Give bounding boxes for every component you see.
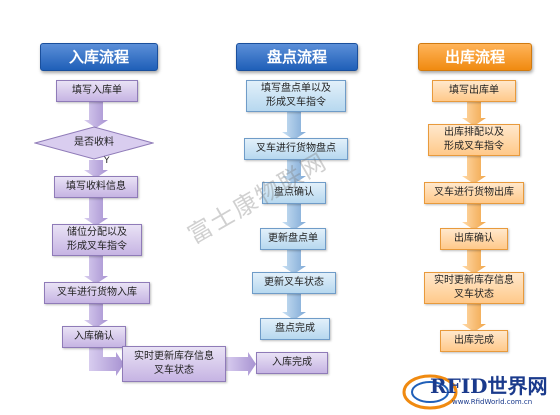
inbound-header: 入库流程 xyxy=(40,43,158,71)
decision-yes-label: Y xyxy=(104,156,110,166)
inbound-arrow-3 xyxy=(84,198,108,226)
inventory-step-complete: 盘点完成 xyxy=(260,318,330,340)
outbound-arrow-2 xyxy=(462,156,486,184)
inventory-arrow-5 xyxy=(282,294,306,320)
inbound-title: 入库流程 xyxy=(68,48,129,66)
logo-text: RFID世界网 xyxy=(430,374,548,398)
inbound-step-fill-form: 填写入库单 xyxy=(56,80,138,102)
outbound-title: 出库流程 xyxy=(444,48,505,66)
inventory-arrow-3 xyxy=(282,204,306,230)
outbound-arrow-3 xyxy=(462,204,486,230)
inventory-arrow-4 xyxy=(282,250,306,274)
inventory-title: 盘点流程 xyxy=(266,48,327,66)
outbound-step-fill-form: 填写出库单 xyxy=(432,80,516,102)
inbound-arrow-2 xyxy=(84,160,108,178)
outbound-step-allocation: 出库排配以及 形成叉车指令 xyxy=(428,124,520,156)
inbound-step-realtime-update: 实时更新库存信息 叉车状态 xyxy=(122,346,226,382)
outbound-header: 出库流程 xyxy=(418,43,532,71)
inbound-step-complete: 入库完成 xyxy=(256,352,328,374)
rfid-logo-icon xyxy=(402,374,458,410)
outbound-step-forklift-out: 叉车进行货物出库 xyxy=(424,182,524,204)
outbound-step-complete: 出库完成 xyxy=(440,330,508,352)
outbound-step-realtime-update: 实时更新库存信息 叉车状态 xyxy=(424,272,524,304)
inventory-step-fill-form: 填写盘点单以及 形成叉车指令 xyxy=(246,80,346,112)
logo-url: www.RfidWorld.com.cn xyxy=(452,398,533,406)
inventory-step-update-forklift: 更新叉车状态 xyxy=(252,272,336,294)
inbound-step-receiving-info: 填写收料信息 xyxy=(54,176,138,198)
inbound-arrow-1 xyxy=(84,102,108,128)
inbound-decision-diamond xyxy=(34,126,154,160)
outbound-arrow-5 xyxy=(462,304,486,332)
inbound-step-forklift-in: 叉车进行货物入库 xyxy=(44,282,150,304)
inbound-arrow-5 xyxy=(84,304,108,328)
inbound-arrow-4 xyxy=(84,256,108,284)
inventory-step-forklift-count: 叉车进行货物盘点 xyxy=(244,138,348,160)
outbound-arrow-4 xyxy=(462,250,486,274)
outbound-arrow-1 xyxy=(462,102,486,126)
inventory-header: 盘点流程 xyxy=(236,43,358,71)
inbound-arrow-7 xyxy=(226,352,256,376)
inventory-step-confirm: 盘点确认 xyxy=(262,182,326,204)
outbound-step-confirm: 出库确认 xyxy=(440,228,508,250)
inbound-arrow-6 xyxy=(89,348,124,376)
inbound-decision-label: 是否收料 xyxy=(74,137,114,148)
inventory-step-update-sheet: 更新盘点单 xyxy=(260,228,326,250)
inbound-step-slot-allocation: 储位分配以及 形成叉车指令 xyxy=(52,224,142,256)
inventory-arrow-1 xyxy=(282,112,306,140)
inbound-step-confirm: 入库确认 xyxy=(62,326,126,348)
inventory-arrow-2 xyxy=(282,160,306,184)
